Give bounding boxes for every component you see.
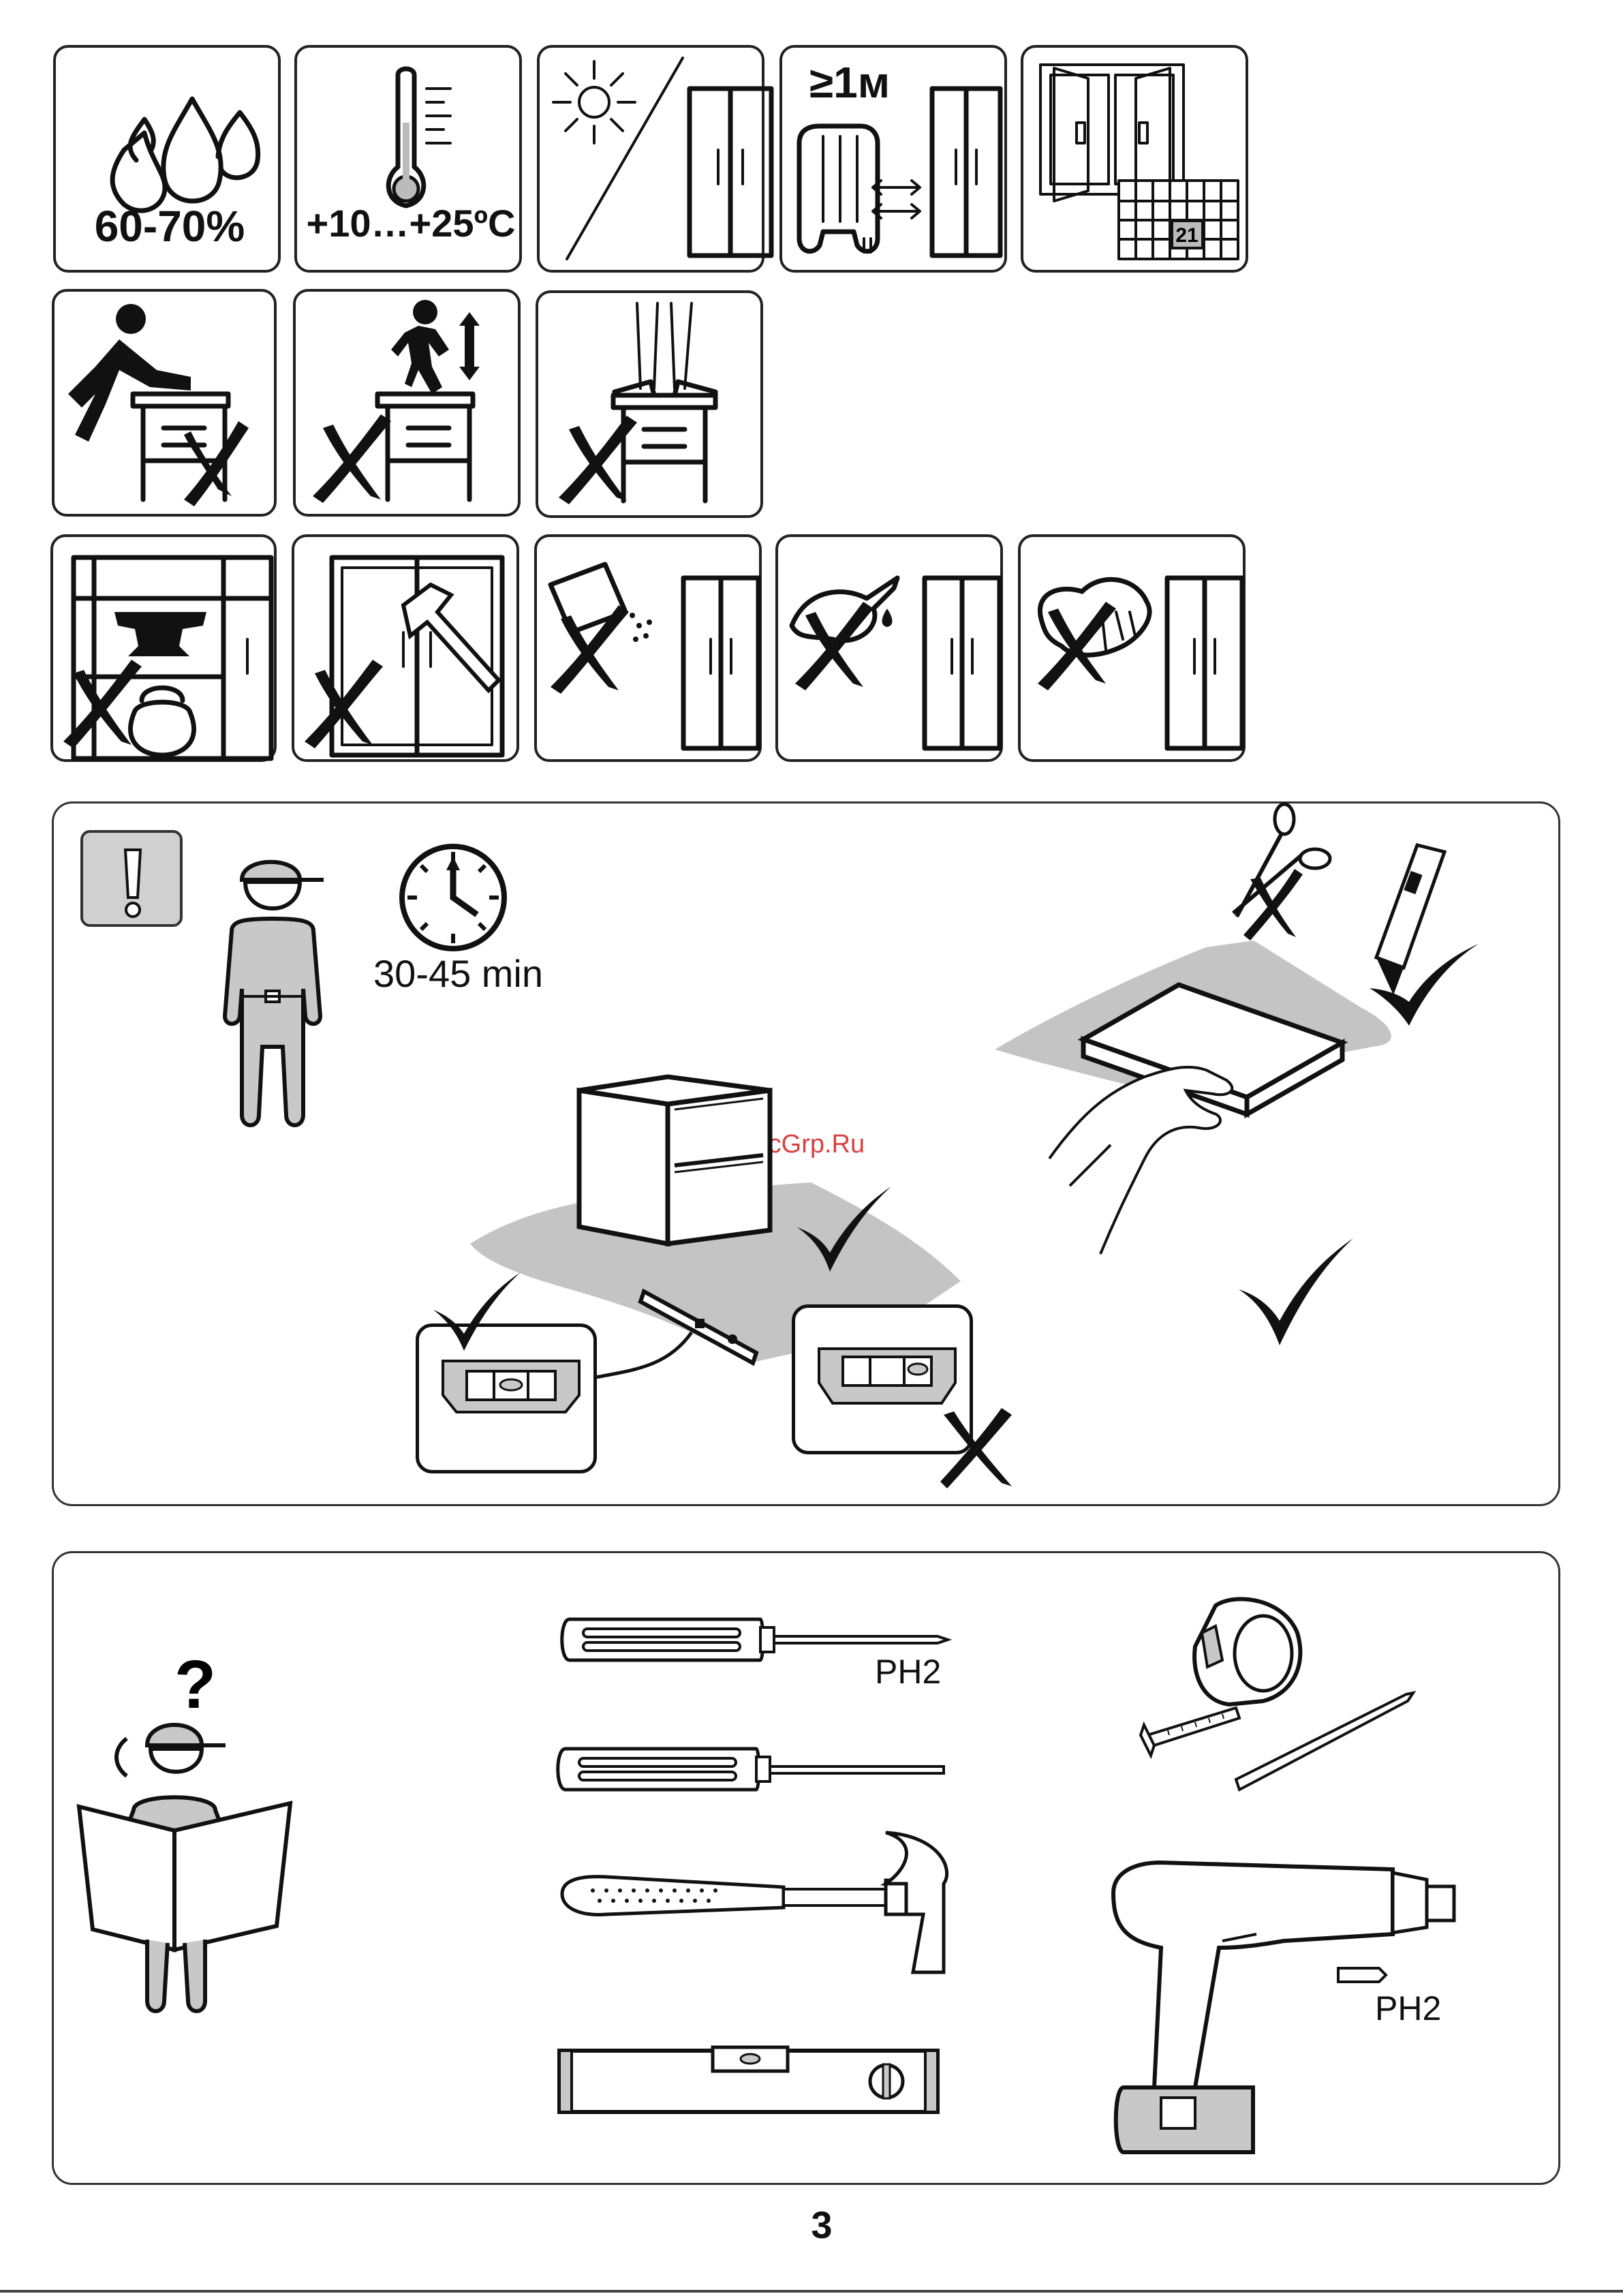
no-sitting-icon: [55, 292, 279, 519]
no-overload-tile: [50, 534, 277, 762]
page-bottom-rule: [0, 2290, 1623, 2293]
calendar-number: 21: [1175, 224, 1198, 247]
tape-measure-icon: [1127, 1592, 1440, 1796]
pencil-icon: [1236, 1693, 1413, 1790]
flat-screwdriver-icon: [552, 1742, 961, 1796]
no-jumping-icon: [296, 292, 523, 519]
spirit-level-icon: [556, 2040, 944, 2122]
cross-icon: [940, 1408, 1015, 1490]
phillips-label: PH2: [875, 1652, 941, 1692]
ventilation-tile: 21: [1021, 45, 1248, 273]
reader-with-manual-icon: ?: [72, 1653, 304, 2021]
no-sitting-tile: [52, 289, 277, 517]
sun-icon: [540, 48, 767, 275]
question-mark-icon: ?: [174, 1647, 216, 1723]
humidity-label: 60-70%: [56, 201, 283, 251]
bit-label: PH2: [1375, 1989, 1441, 2028]
no-hammer-icon: [294, 537, 522, 765]
radiator-distance-tile: ≥1м: [779, 45, 1007, 273]
screwdriver-bit-icon: [1338, 1968, 1386, 1982]
humidity-tile: 60-70%: [53, 45, 281, 273]
checkmark-icon: [1239, 1235, 1355, 1351]
temperature-label: +10…+25ºC: [297, 201, 525, 245]
no-water-icon: [778, 537, 1006, 765]
sunlight-tile: [537, 45, 764, 273]
radiator-icon: [782, 48, 1010, 275]
no-damp-cloth-icon: [1021, 537, 1248, 765]
page-number: 3: [794, 2203, 849, 2247]
checkmark-icon: [797, 1183, 893, 1279]
no-standing-icon: [538, 293, 766, 521]
no-water-tile: [775, 534, 1003, 762]
temperature-tile: +10…+25ºC: [294, 45, 522, 273]
no-chemicals-tile: [534, 534, 762, 762]
no-hitting-tile: [292, 534, 519, 762]
clock-icon: [395, 840, 511, 955]
no-overload-icon: [53, 537, 279, 765]
no-damp-tile: [1018, 534, 1246, 762]
time-label: 30-45 min: [373, 951, 543, 996]
exclamation-icon: [83, 833, 185, 930]
phone-icon: [117, 1739, 127, 1776]
window-calendar-icon: 21: [1023, 48, 1251, 275]
no-standing-tile: [536, 290, 763, 518]
no-jumping-tile: [293, 289, 521, 517]
attention-badge: [80, 830, 183, 927]
worker-icon: [204, 842, 341, 1135]
checkmark-icon: [433, 1269, 522, 1358]
hammer-icon: [552, 1829, 961, 1993]
no-chemicals-icon: [537, 537, 764, 765]
